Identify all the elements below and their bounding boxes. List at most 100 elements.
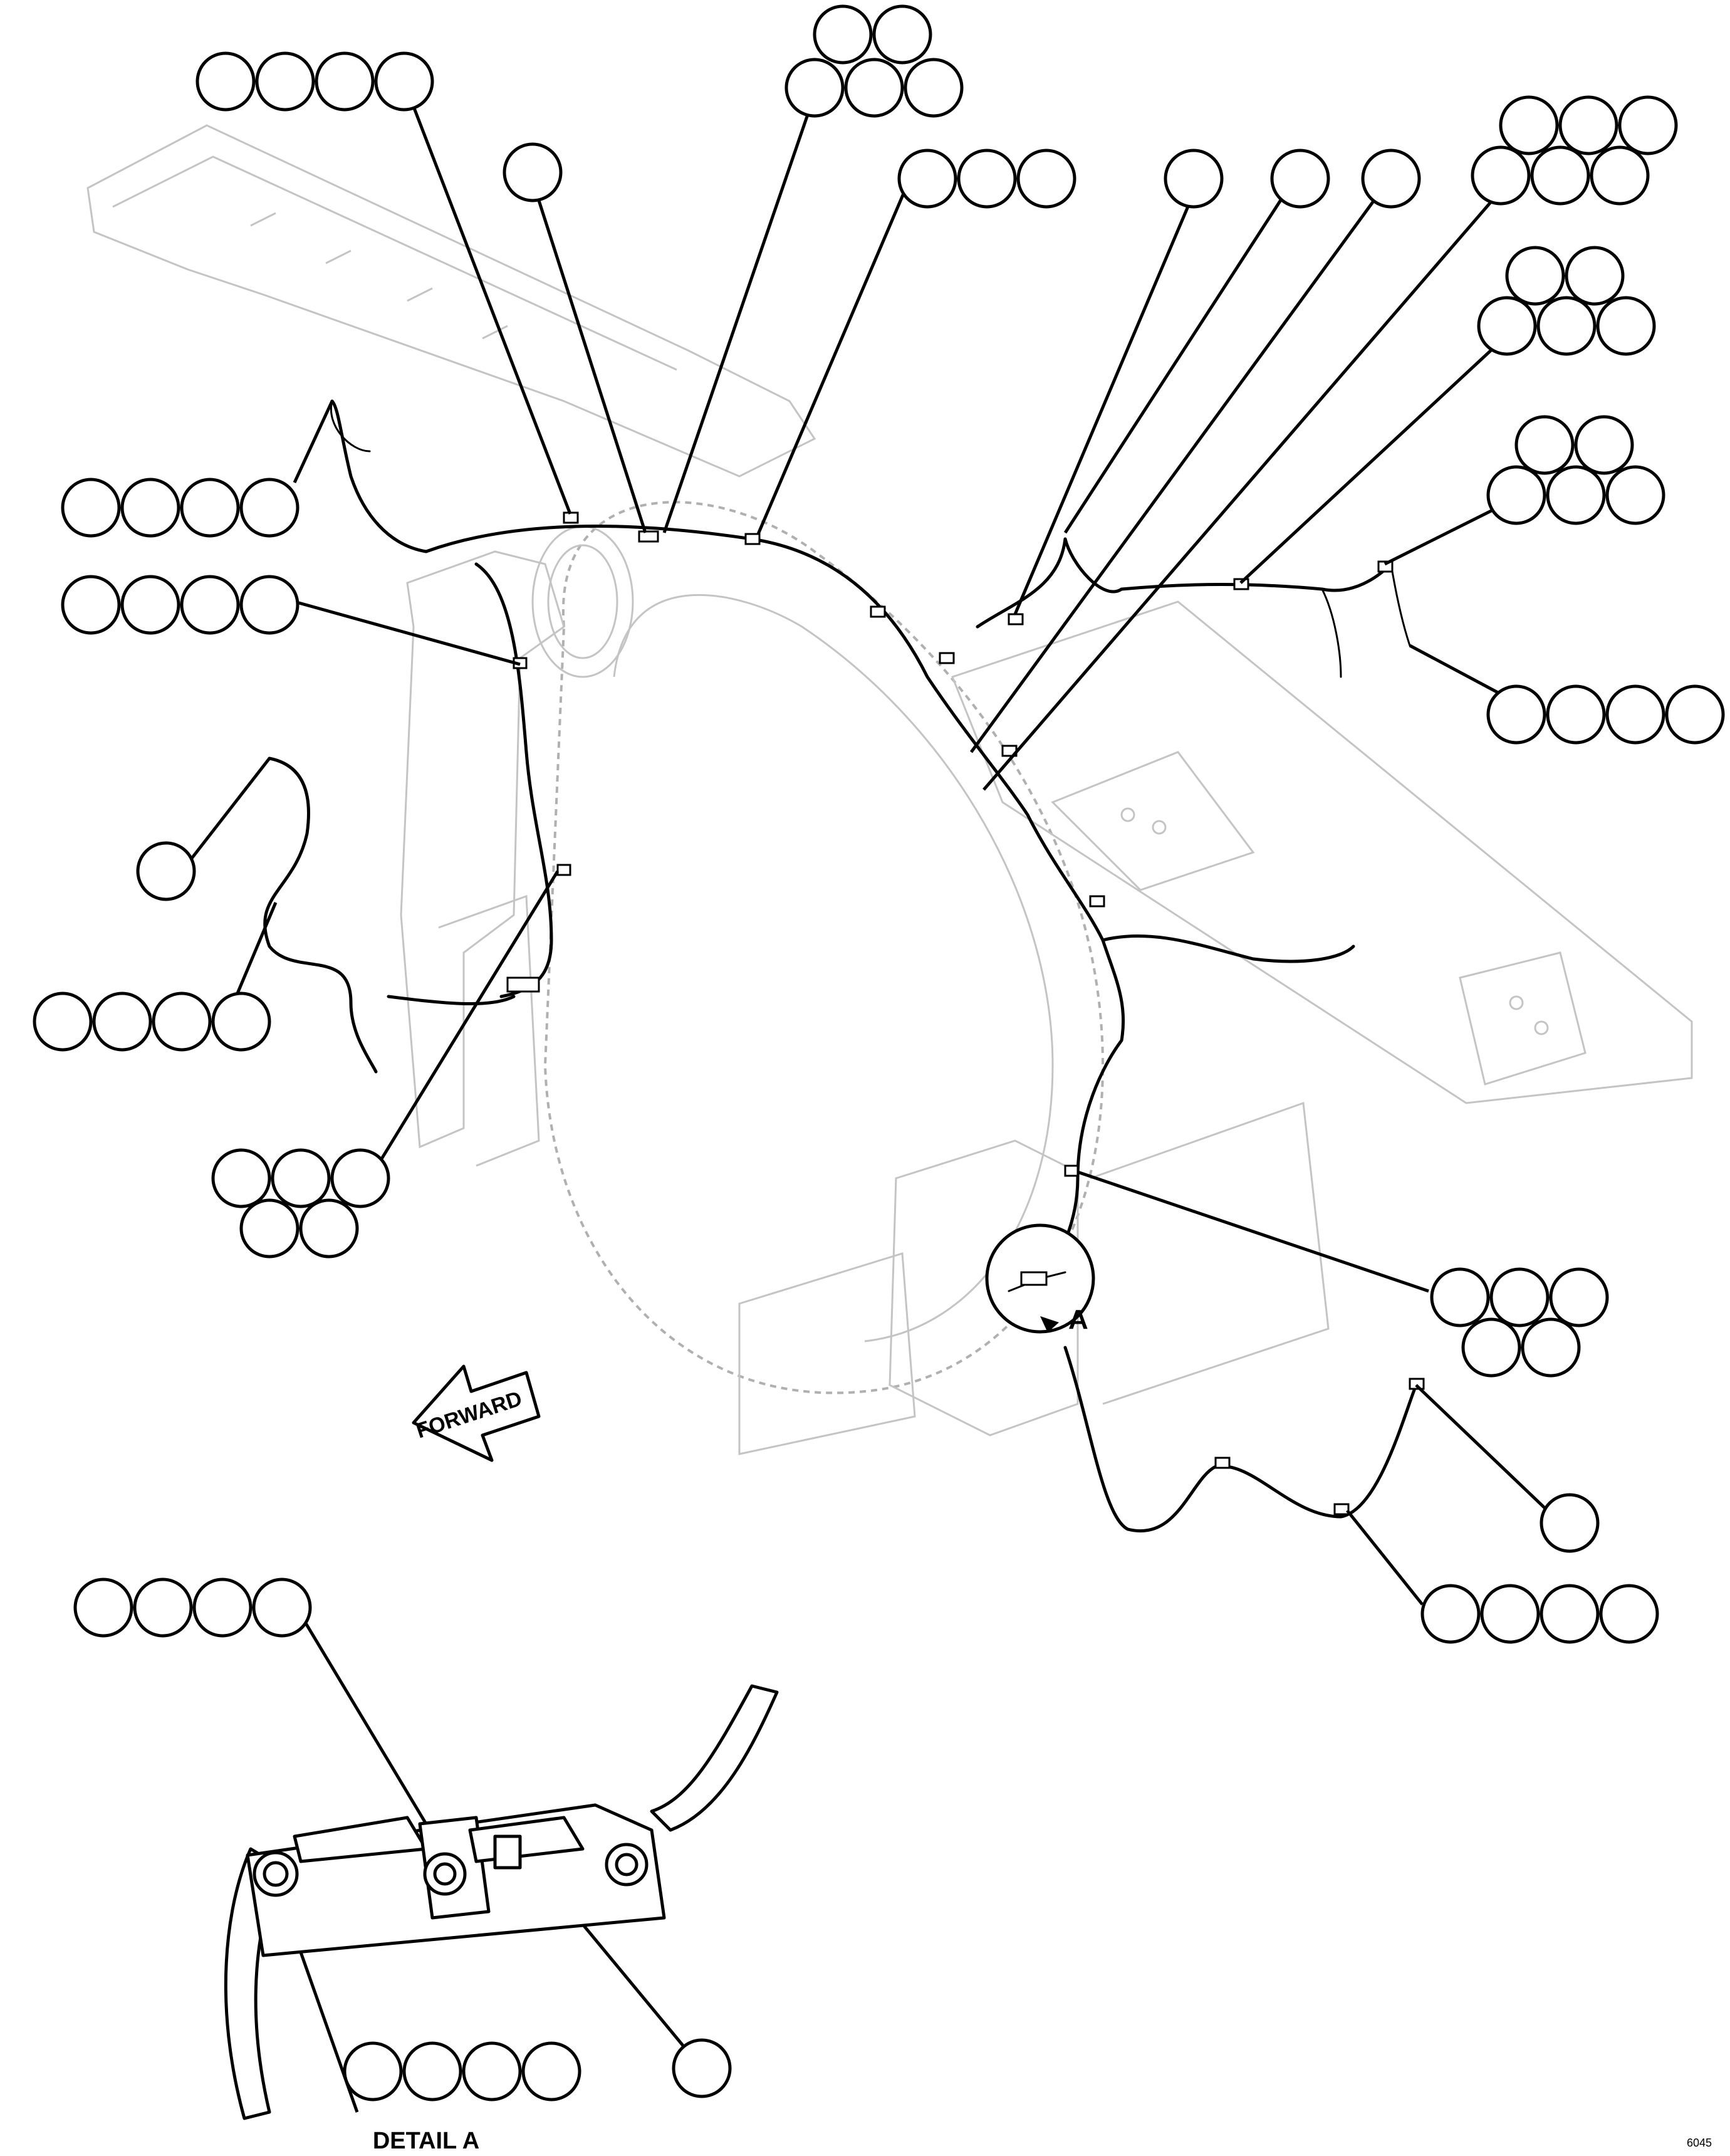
callout-balloon xyxy=(1565,246,1625,306)
callout-group-5 xyxy=(1164,149,1224,209)
callout-balloon xyxy=(1605,465,1665,525)
callout-balloon xyxy=(1016,149,1076,209)
callout-group-13 xyxy=(61,575,300,635)
callout-balloon xyxy=(73,1578,133,1638)
callout-balloon xyxy=(239,575,300,635)
callout-balloon xyxy=(1536,296,1597,356)
callout-balloon xyxy=(61,575,121,635)
callout-balloon xyxy=(813,4,873,65)
callout-balloon xyxy=(133,1578,193,1638)
callout-group-2 xyxy=(503,142,563,202)
callout-balloon xyxy=(252,1578,312,1638)
callout-balloon xyxy=(1546,684,1606,745)
callout-group-16 xyxy=(211,1148,390,1259)
callout-balloon xyxy=(957,149,1017,209)
callout-balloon xyxy=(180,478,240,538)
callout-balloon xyxy=(462,2041,522,2101)
callout-balloon xyxy=(897,149,957,209)
callout-balloon xyxy=(239,478,300,538)
callout-balloon xyxy=(1489,1267,1550,1327)
callout-balloon xyxy=(120,478,180,538)
callout-balloon xyxy=(61,478,121,538)
callout-balloon xyxy=(255,51,315,112)
callout-balloon xyxy=(1514,415,1575,475)
callout-balloon xyxy=(1665,684,1725,745)
callout-balloon xyxy=(872,4,932,65)
callout-balloon xyxy=(1486,465,1546,525)
callout-balloon xyxy=(33,992,93,1052)
callout-balloon xyxy=(315,51,375,112)
callout-balloon xyxy=(1480,1584,1540,1644)
callout-balloon xyxy=(271,1148,331,1208)
callout-group-8 xyxy=(1471,95,1678,206)
callout-balloon xyxy=(1549,1267,1609,1327)
callout-balloon xyxy=(1505,246,1565,306)
callout-balloon xyxy=(1164,149,1224,209)
callout-group-15 xyxy=(33,992,271,1052)
leader-lines xyxy=(180,106,1555,2113)
callout-balloon xyxy=(92,992,152,1052)
callout-balloon xyxy=(1477,296,1537,356)
callout-group-19 xyxy=(1420,1584,1659,1644)
callout-balloon xyxy=(1530,145,1590,206)
callout-balloon xyxy=(1599,1584,1659,1644)
reference-callouts xyxy=(33,4,1725,2101)
callout-balloon xyxy=(152,992,212,1052)
callout-balloon xyxy=(1270,149,1330,209)
callout-group-10 xyxy=(1486,415,1665,525)
callout-balloon xyxy=(136,841,196,901)
forward-arrow: FORWARD xyxy=(412,1364,541,1462)
detail-a-drawing xyxy=(224,1684,779,2120)
callout-balloon xyxy=(1430,1267,1490,1327)
callout-group-9 xyxy=(1477,246,1656,356)
callout-balloon xyxy=(239,1198,300,1259)
callout-balloon xyxy=(1590,145,1650,206)
callout-group-11 xyxy=(1486,684,1725,745)
callout-balloon xyxy=(1596,296,1656,356)
callout-balloon xyxy=(343,2041,403,2101)
callout-balloon xyxy=(374,51,434,112)
callout-balloon xyxy=(1521,1317,1581,1378)
callout-group-7 xyxy=(1361,149,1421,209)
callout-group-3 xyxy=(784,4,964,118)
callout-balloon xyxy=(1618,95,1678,155)
callout-group-21 xyxy=(343,2041,581,2101)
callout-balloon xyxy=(1486,684,1546,745)
callout-balloon xyxy=(1471,145,1531,206)
callout-group-20 xyxy=(73,1578,312,1638)
callout-group-6 xyxy=(1270,149,1330,209)
callout-balloon xyxy=(1574,415,1634,475)
machine-frame xyxy=(86,124,1693,1455)
callout-balloon xyxy=(1540,1493,1600,1553)
callout-balloon xyxy=(192,1578,253,1638)
callout-balloon xyxy=(1540,1584,1600,1644)
callout-group-1 xyxy=(195,51,434,112)
callout-balloon xyxy=(330,1148,390,1208)
callout-balloon xyxy=(503,142,563,202)
callout-balloon xyxy=(120,575,180,635)
callout-group-14 xyxy=(136,841,196,901)
callout-balloon xyxy=(672,2038,732,2098)
callout-balloon xyxy=(299,1198,359,1259)
callout-group-18 xyxy=(1540,1493,1600,1553)
wiring-harness xyxy=(263,399,1425,1532)
callout-balloon xyxy=(784,58,845,118)
callout-balloon xyxy=(211,992,271,1052)
callout-balloon xyxy=(211,1148,271,1208)
drawing-code: 6045 xyxy=(1687,2137,1712,2149)
callout-balloon xyxy=(195,51,256,112)
callout-balloon xyxy=(521,2041,581,2101)
callout-balloon xyxy=(1605,684,1665,745)
callout-balloon xyxy=(1461,1317,1521,1378)
callout-balloon xyxy=(1558,95,1618,155)
callout-balloon xyxy=(402,2041,462,2101)
callout-balloon xyxy=(1499,95,1559,155)
callout-balloon xyxy=(904,58,964,118)
callout-group-17 xyxy=(1430,1267,1609,1378)
callout-balloon xyxy=(1361,149,1421,209)
detail-a-caption: DETAIL A xyxy=(373,2128,479,2154)
callout-group-4 xyxy=(897,149,1076,209)
callout-balloon xyxy=(844,58,904,118)
callout-balloon xyxy=(1546,465,1606,525)
